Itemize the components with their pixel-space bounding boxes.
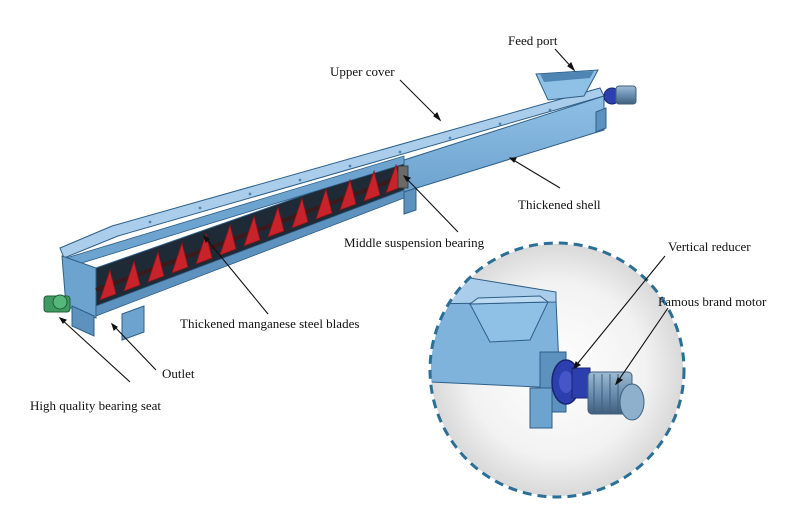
label-thickened-blades: Thickened manganese steel blades	[180, 316, 359, 331]
support-leg-right	[595, 107, 607, 133]
conveyor	[43, 69, 637, 341]
inset-detail	[428, 241, 686, 499]
bearing-seat	[43, 294, 71, 313]
leader-lines	[58, 48, 669, 386]
inset-motor	[587, 371, 645, 421]
outlet	[121, 305, 145, 341]
label-thickened-shell: Thickened shell	[518, 197, 601, 212]
label-vertical-reducer: Vertical reducer	[668, 239, 751, 254]
upper-cover	[59, 87, 605, 259]
motor	[615, 85, 637, 105]
screw-blades	[99, 163, 402, 301]
inset-feed-port-top	[468, 295, 550, 305]
label-feed-port: Feed port	[508, 33, 558, 48]
label-brand-motor: Famous brand motor	[658, 294, 767, 309]
inset-leg	[529, 387, 553, 429]
support-leg-middle	[403, 187, 417, 215]
cover-bolts	[148, 108, 552, 224]
label-middle-suspension-bearing: Middle suspension bearing	[344, 235, 485, 250]
label-outlet: Outlet	[162, 366, 195, 381]
feed-port-opening	[540, 71, 594, 82]
inset-vertical-reducer	[551, 359, 591, 405]
label-upper-cover: Upper cover	[330, 64, 395, 79]
support-leg-left	[71, 305, 95, 337]
labels: Feed port Upper cover Thickened shell Mi…	[30, 33, 767, 413]
inset-dashed-border	[428, 241, 686, 499]
label-bearing-seat: High quality bearing seat	[30, 398, 161, 413]
